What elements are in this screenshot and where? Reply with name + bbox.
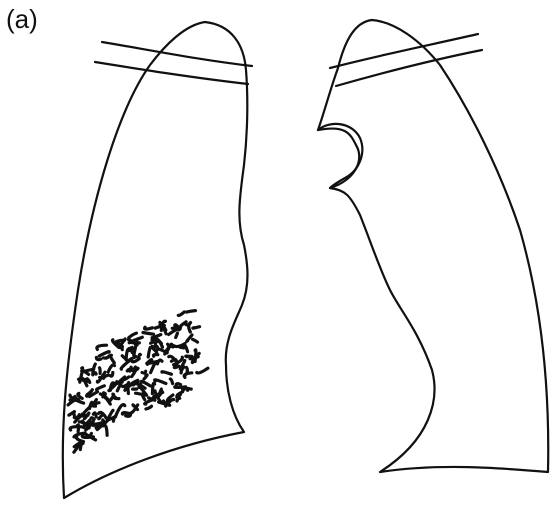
opacity-stroke bbox=[170, 379, 172, 384]
left-clavicle-upper bbox=[330, 34, 478, 68]
opacity-stroke bbox=[125, 387, 126, 390]
opacity-stroke bbox=[144, 375, 147, 379]
opacity-stroke bbox=[148, 347, 150, 357]
opacity-stroke bbox=[193, 327, 200, 328]
opacity-stroke bbox=[143, 333, 154, 335]
opacity-stroke bbox=[176, 384, 180, 386]
opacity-stroke bbox=[110, 373, 113, 377]
opacity-stroke bbox=[111, 394, 114, 400]
opacity-stroke bbox=[117, 385, 121, 391]
opacity-stroke bbox=[121, 361, 129, 369]
opacity-stroke bbox=[100, 368, 101, 374]
opacity-stroke bbox=[175, 387, 186, 388]
opacity-stroke bbox=[187, 335, 192, 341]
left-lung-outline bbox=[318, 20, 548, 472]
opacity-stroke bbox=[99, 415, 102, 419]
opacity-stroke bbox=[171, 344, 175, 346]
right-clavicle-lower bbox=[95, 62, 248, 84]
opacity-stroke bbox=[176, 333, 178, 337]
opacity-stroke bbox=[78, 393, 82, 398]
opacity-stroke bbox=[110, 355, 114, 363]
opacity-stroke bbox=[80, 442, 83, 449]
opacity-stroke bbox=[197, 368, 208, 373]
opacity-stroke bbox=[96, 386, 104, 390]
opacity-stroke bbox=[122, 413, 129, 414]
right-clavicle-upper bbox=[102, 42, 252, 66]
opacity-stroke bbox=[123, 384, 128, 386]
opacity-stroke bbox=[87, 380, 90, 383]
opacity-stroke bbox=[136, 393, 146, 395]
opacity-stroke bbox=[96, 358, 101, 360]
opacity-stroke bbox=[97, 345, 107, 349]
opacity-stroke bbox=[93, 413, 96, 417]
opacity-stroke bbox=[130, 357, 136, 360]
left-clavicle-lower bbox=[336, 50, 482, 86]
opacity-stroke bbox=[93, 373, 96, 375]
opacity-stroke bbox=[103, 425, 107, 435]
opacity-stroke bbox=[165, 344, 169, 354]
opacity-stroke bbox=[108, 365, 114, 372]
opacity-stroke bbox=[113, 415, 116, 421]
opacity-stroke bbox=[142, 371, 146, 373]
opacity-stroke bbox=[183, 389, 189, 391]
opacity-stroke bbox=[117, 382, 123, 384]
opacity-stroke bbox=[184, 373, 192, 378]
opacity-stroke bbox=[186, 324, 190, 325]
opacity-stroke bbox=[74, 413, 75, 417]
opacity-stroke bbox=[134, 340, 137, 342]
opacity-stroke bbox=[151, 364, 155, 373]
lower-zone-opacity bbox=[68, 311, 208, 453]
opacity-stroke bbox=[91, 418, 94, 420]
opacity-stroke bbox=[155, 341, 156, 347]
opacity-stroke bbox=[155, 380, 166, 384]
opacity-stroke bbox=[178, 312, 184, 316]
opacity-stroke bbox=[144, 327, 152, 329]
opacity-stroke bbox=[132, 349, 133, 353]
opacity-stroke bbox=[193, 339, 198, 342]
opacity-stroke bbox=[162, 372, 172, 374]
opacity-stroke bbox=[104, 356, 110, 358]
opacity-stroke bbox=[153, 355, 157, 357]
opacity-stroke bbox=[146, 406, 152, 409]
opacity-stroke bbox=[187, 311, 196, 313]
opacity-stroke bbox=[129, 333, 137, 338]
opacity-stroke bbox=[114, 397, 118, 398]
aortic-knob bbox=[318, 124, 362, 188]
opacity-stroke bbox=[77, 425, 78, 432]
opacity-stroke bbox=[157, 360, 162, 364]
